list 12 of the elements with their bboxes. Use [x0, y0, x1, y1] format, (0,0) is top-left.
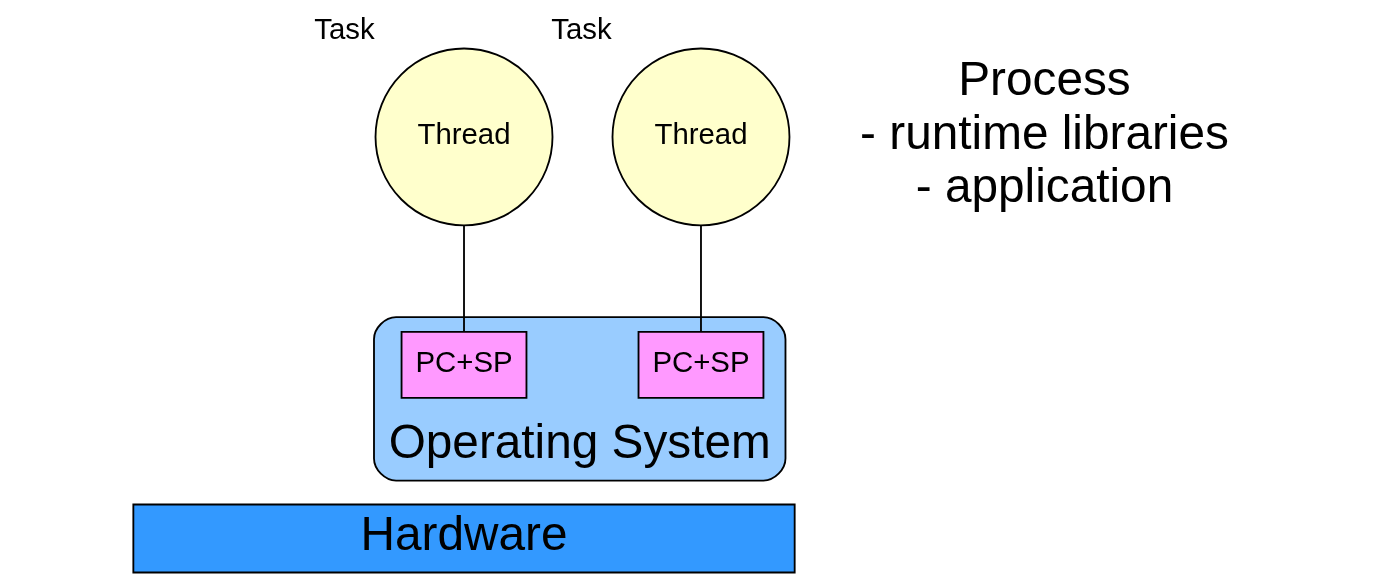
label: Process [958, 52, 1131, 106]
node-box: PC+SP [637, 330, 765, 399]
connector [700, 224, 702, 333]
node-box: PC+SP [400, 330, 528, 399]
node-circle: Thread [374, 47, 554, 227]
connector [463, 224, 465, 333]
label: - runtime libraries [860, 105, 1229, 159]
node-label: Task [551, 12, 612, 46]
node-circle: Thread [611, 47, 791, 227]
node-box: Hardware [132, 503, 796, 574]
node-label: Task [314, 12, 375, 46]
label: - application [915, 158, 1174, 212]
